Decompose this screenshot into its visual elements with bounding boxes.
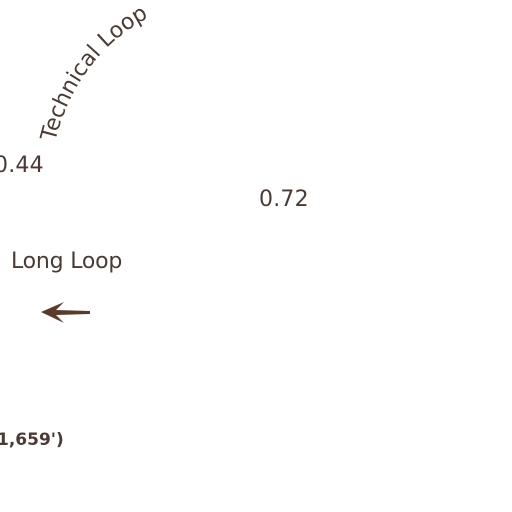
trail-name-long-loop: Long Loop (11, 249, 123, 274)
trail-name-technical-loop-path: Technical Loop (36, 1, 151, 145)
trail-name-technical-loop: Technical Loop (36, 1, 151, 145)
elevation-label: 1,659') (0, 430, 64, 450)
arrow-left-icon (41, 302, 90, 323)
distance-label-2: 0.72 (259, 187, 309, 212)
distance-label-1: 0.44 (0, 153, 44, 178)
